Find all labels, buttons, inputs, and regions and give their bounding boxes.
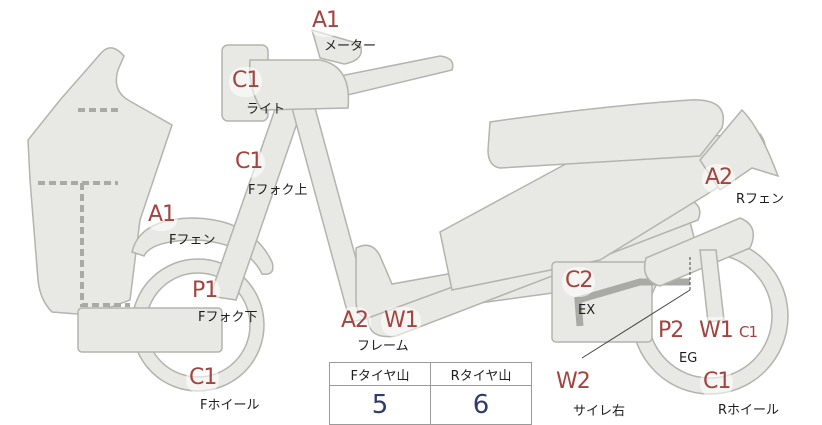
- code-silencer: W2: [553, 368, 593, 398]
- label-rear-wheel: Rホイール: [718, 403, 780, 418]
- front-tire-value: 5: [329, 385, 431, 425]
- front-tire-header: Fタイヤ山: [329, 362, 431, 386]
- code-engine-w1: W1: [696, 317, 736, 347]
- seat: [487, 99, 724, 169]
- code-rear-fender: A2: [702, 164, 736, 194]
- label-silencer: サイレ右: [573, 404, 626, 419]
- meter-housing: [310, 28, 362, 65]
- code-light: C1: [229, 67, 263, 97]
- label-meter: メーター: [324, 39, 377, 54]
- code-front-fender: A1: [145, 201, 179, 231]
- label-fork-lower: Fフォク下: [198, 310, 258, 325]
- code-engine-c1: C1: [737, 323, 760, 342]
- tire-tread-table: Fタイヤ山 Rタイヤ山 5 6: [329, 362, 532, 425]
- label-frame: フレーム: [357, 339, 409, 354]
- code-rear-wheel: C1: [700, 368, 734, 398]
- label-engine: EG: [679, 351, 698, 366]
- silencer-pointer: [581, 289, 691, 359]
- floor-panel: [77, 307, 223, 353]
- code-frame-a2: A2: [338, 307, 372, 337]
- rear-tire-header: Rタイヤ山: [430, 362, 532, 386]
- label-front-wheel: Fホイール: [200, 398, 260, 413]
- label-front-fender: Fフェン: [169, 233, 216, 248]
- code-engine-p2: P2: [655, 317, 687, 347]
- label-fork-upper: Fフォク上: [248, 183, 308, 198]
- code-fork-lower: P1: [189, 277, 221, 307]
- label-exhaust: EX: [578, 303, 596, 318]
- code-exhaust: C2: [562, 267, 596, 297]
- panel-dash-line: [80, 183, 130, 307]
- code-front-wheel: C1: [186, 364, 220, 394]
- code-fork-upper: C1: [232, 148, 266, 178]
- label-light: ライト: [246, 102, 286, 117]
- code-frame-w1: W1: [381, 307, 421, 337]
- rear-tire-value: 6: [430, 385, 532, 425]
- engine-arm: [643, 217, 755, 287]
- label-rear-fender: Rフェン: [736, 192, 785, 207]
- code-meter: A1: [309, 7, 343, 37]
